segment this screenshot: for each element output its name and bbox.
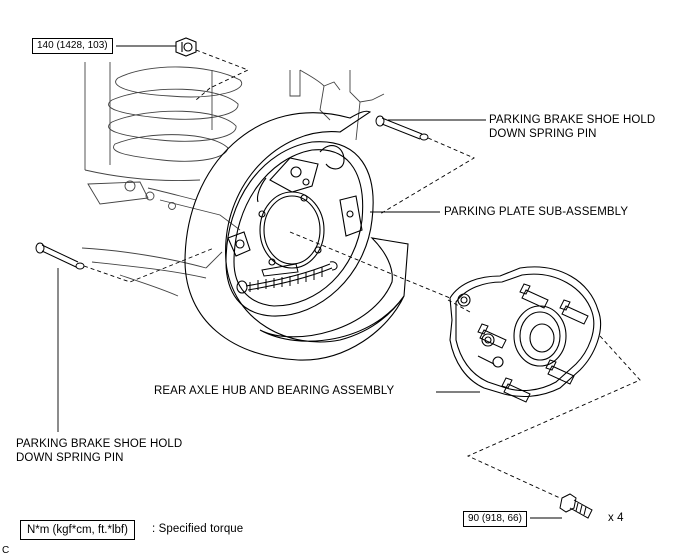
axle-hub xyxy=(449,266,602,398)
torque-legend-text: : Specified torque xyxy=(152,523,244,535)
alignment-dashed-lines xyxy=(83,49,641,499)
brake-spring xyxy=(236,261,338,294)
backing-plate xyxy=(184,110,409,361)
label-spring-pin-left-line2: DOWN SPRING PIN xyxy=(16,452,124,464)
leader-lines xyxy=(57,45,562,519)
bolt-quantity: x 4 xyxy=(608,512,624,524)
label-parking-plate: PARKING PLATE SUB-ASSEMBLY xyxy=(444,206,629,218)
bottom-bolt xyxy=(559,493,593,519)
top-nut xyxy=(175,37,197,57)
torque-legend-unit: N*m (kgf*cm, ft.*lbf) xyxy=(20,520,135,540)
hub-studs xyxy=(477,283,589,403)
label-spring-pin-right-line2: DOWN SPRING PIN xyxy=(489,128,597,140)
label-spring-pin-left-line1: PARKING BRAKE SHOE HOLD xyxy=(16,438,183,450)
torque-spec-bottom: 90 (918, 66) xyxy=(463,511,527,527)
upper-bracket xyxy=(289,69,385,141)
label-spring-pin-right-line1: PARKING BRAKE SHOE HOLD xyxy=(489,114,656,126)
label-axle-hub: REAR AXLE HUB AND BEARING ASSEMBLY xyxy=(154,385,395,397)
spring-pin-left xyxy=(35,242,85,270)
spring-pin-right xyxy=(375,115,429,141)
torque-spec-top: 140 (1428, 103) xyxy=(32,38,113,54)
lower-arm-background xyxy=(81,247,223,297)
coil-spring-background xyxy=(84,62,243,231)
corner-mark: C xyxy=(2,545,10,556)
